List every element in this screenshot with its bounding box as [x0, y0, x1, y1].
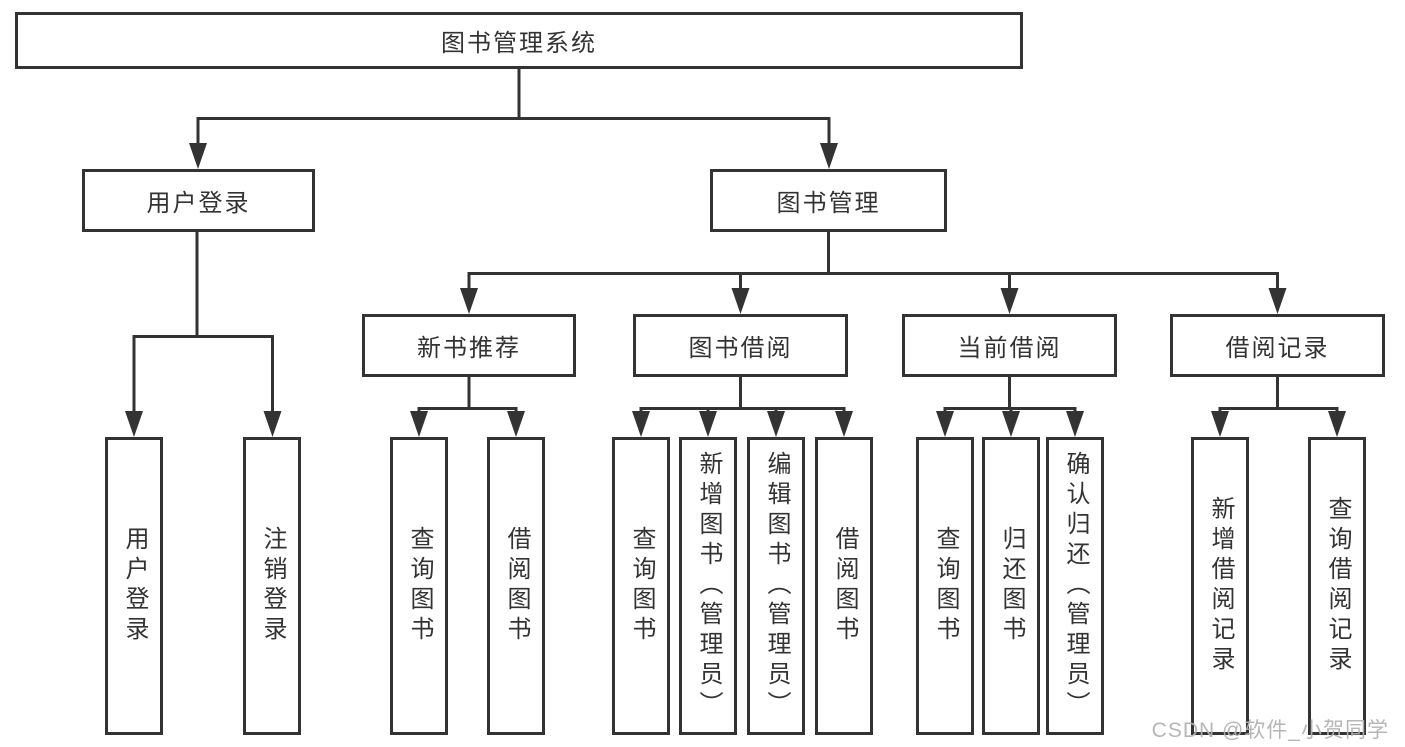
node-borrowing-records: 借阅记录	[1170, 314, 1385, 377]
leaf-borrow-books-borrowing: 借阅图书	[815, 437, 873, 735]
leaf-confirm-return-admin-label: 确认归还（管理员）	[1062, 451, 1089, 721]
leaf-query-books-current-label: 查询图书	[932, 526, 959, 646]
leaf-query-books-recommend-label: 查询图书	[406, 526, 433, 646]
node-book-borrowing: 图书借阅	[633, 314, 848, 377]
node-new-book-recommendation-label: 新书推荐	[417, 335, 521, 362]
node-user-login: 用户登录	[82, 169, 315, 232]
leaf-return-books: 归还图书	[982, 437, 1040, 735]
node-current-borrowing-label: 当前借阅	[957, 335, 1062, 362]
leaf-query-books-borrowing: 查询图书	[612, 437, 670, 735]
leaf-borrow-books-recommend-label: 借阅图书	[503, 526, 530, 646]
node-book-management-label: 图书管理	[776, 190, 881, 217]
leaf-add-borrow-record: 新增借阅记录	[1191, 437, 1249, 735]
node-book-management: 图书管理	[710, 169, 947, 232]
leaf-edit-books-admin-label: 编辑图书（管理员）	[763, 451, 790, 721]
leaf-query-books-recommend: 查询图书	[390, 437, 448, 735]
leaf-logout-label: 注销登录	[259, 526, 286, 646]
leaf-confirm-return-admin: 确认归还（管理员）	[1046, 437, 1104, 735]
leaf-add-books-admin: 新增图书（管理员）	[679, 437, 737, 735]
node-root: 图书管理系统	[15, 12, 1023, 69]
leaf-query-books-borrowing-label: 查询图书	[628, 526, 655, 646]
leaf-query-borrow-record-label: 查询借阅记录	[1324, 496, 1351, 676]
watermark: CSDN @软件_小贺同学	[1151, 719, 1389, 742]
node-new-book-recommendation: 新书推荐	[362, 314, 576, 377]
node-root-label: 图书管理系统	[441, 30, 597, 57]
node-book-borrowing-label: 图书借阅	[688, 335, 793, 362]
leaf-add-borrow-record-label: 新增借阅记录	[1207, 496, 1234, 676]
leaf-user-login-label: 用户登录	[121, 526, 148, 646]
node-borrowing-records-label: 借阅记录	[1225, 335, 1330, 362]
node-current-borrowing: 当前借阅	[902, 314, 1117, 377]
leaf-user-login: 用户登录	[105, 437, 163, 735]
node-user-login-label: 用户登录	[146, 190, 251, 217]
leaf-borrow-books-borrowing-label: 借阅图书	[831, 526, 858, 646]
leaf-logout: 注销登录	[243, 437, 301, 735]
leaf-return-books-label: 归还图书	[998, 526, 1025, 646]
leaf-query-books-current: 查询图书	[916, 437, 974, 735]
leaf-query-borrow-record: 查询借阅记录	[1308, 437, 1366, 735]
leaf-borrow-books-recommend: 借阅图书	[487, 437, 545, 735]
leaf-edit-books-admin: 编辑图书（管理员）	[747, 437, 805, 735]
leaf-add-books-admin-label: 新增图书（管理员）	[695, 451, 722, 721]
